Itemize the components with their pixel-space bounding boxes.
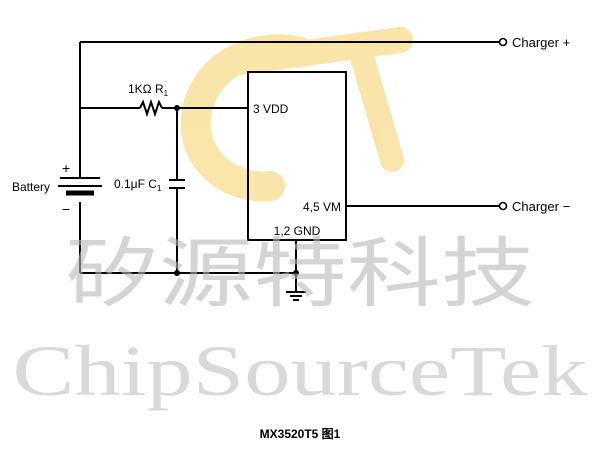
junction-cap-top xyxy=(174,105,180,111)
terminal-charger-plus xyxy=(498,37,508,47)
resistor-subscript: 1 xyxy=(164,89,169,98)
battery-plus-sign: + xyxy=(62,160,70,176)
ic-box xyxy=(247,71,347,241)
watermark-cn: 矽源特科技 xyxy=(65,229,535,318)
battery-label: Battery xyxy=(12,180,50,194)
capacitor-symbol xyxy=(169,179,185,189)
wires xyxy=(79,41,500,292)
capacitor-label: 0.1μF C1 xyxy=(114,177,162,193)
battery-symbol xyxy=(58,177,102,196)
resistor-symbol xyxy=(139,98,163,118)
junctions xyxy=(174,105,299,276)
junction-gnd xyxy=(293,270,299,276)
junction-cap-bottom xyxy=(174,270,180,276)
terminal-charger-minus xyxy=(498,201,508,211)
battery-minus-sign: − xyxy=(62,201,70,217)
resistor-label: 1KΩ R1 xyxy=(128,82,169,98)
ic-pin-vm: 4,5 VM xyxy=(303,200,341,214)
charger-minus-label: Charger − xyxy=(512,199,570,214)
figure-caption: MX3520T5 图1 xyxy=(260,427,341,441)
logo-t-stem xyxy=(348,38,404,172)
capacitor-subscript: 1 xyxy=(157,184,162,193)
ic-pin-gnd: 1,2 GND xyxy=(274,224,321,238)
ic-pin-vdd: 3 VDD xyxy=(253,102,289,116)
ground-icon xyxy=(286,291,306,301)
watermark-en: ChipSourceTek xyxy=(13,331,588,411)
logo-t-bar xyxy=(227,27,413,75)
watermark-logo xyxy=(180,27,413,202)
charger-plus-label: Charger + xyxy=(512,35,570,50)
